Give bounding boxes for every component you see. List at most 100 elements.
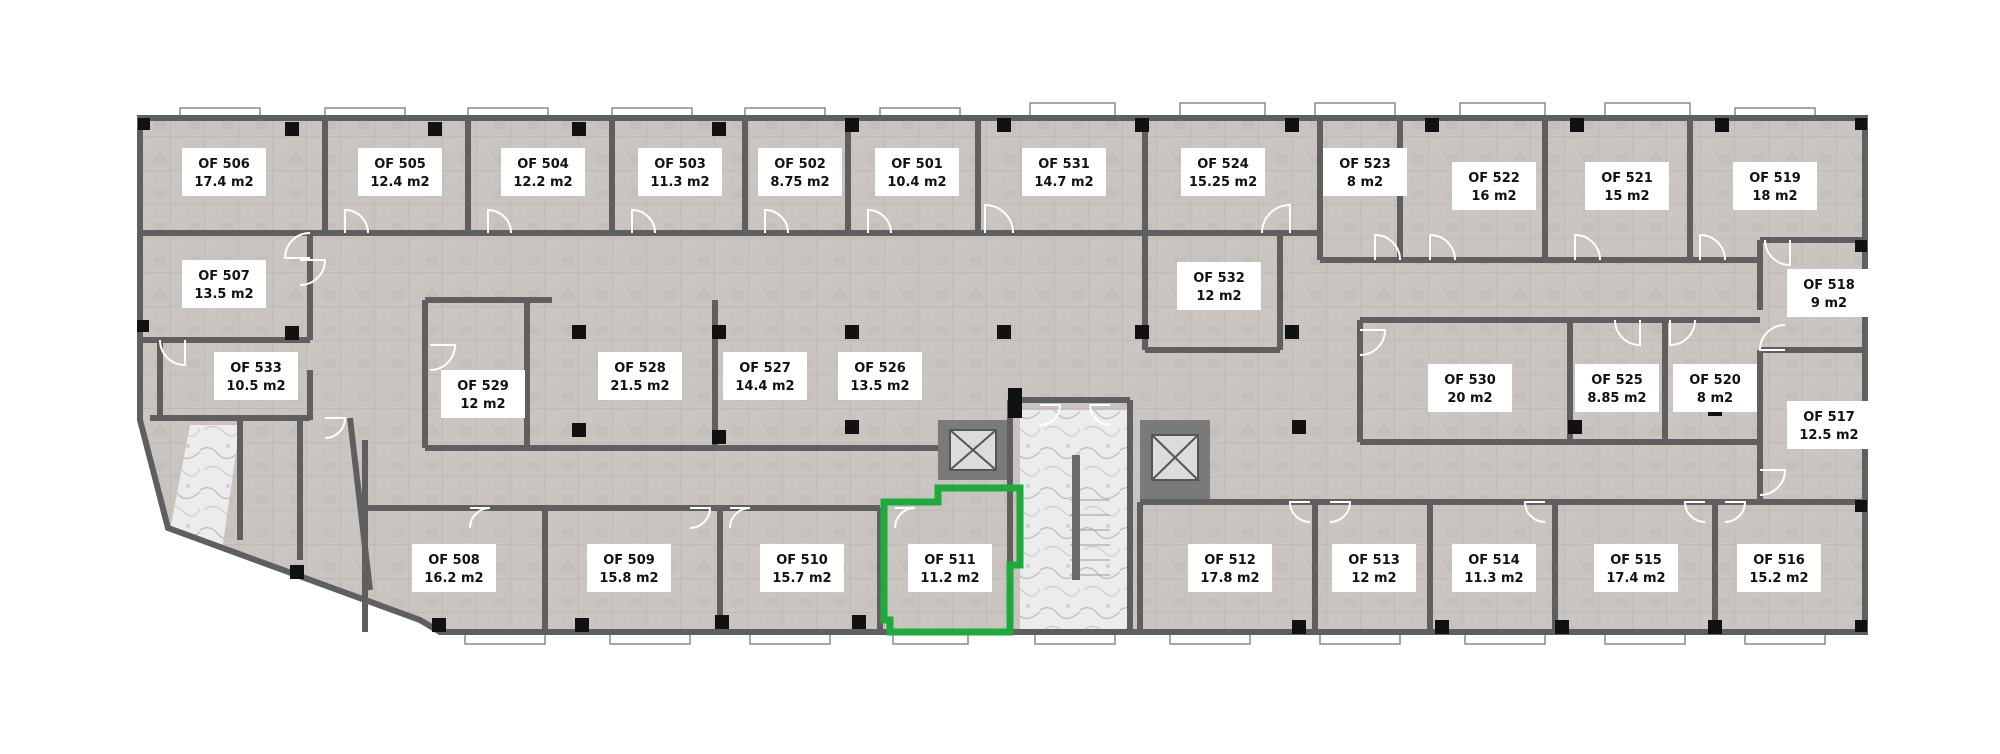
room-area: 13.5 m2 xyxy=(194,287,253,302)
room-id: OF 530 xyxy=(1444,373,1496,388)
room-id: OF 506 xyxy=(198,157,250,172)
room-of-514[interactable]: OF 514 11.3 m2 xyxy=(1452,544,1536,592)
room-id: OF 531 xyxy=(1038,157,1090,172)
room-id: OF 515 xyxy=(1610,553,1662,568)
room-label-bg xyxy=(441,370,525,418)
room-area: 11.3 m2 xyxy=(1464,571,1523,586)
room-area: 17.4 m2 xyxy=(194,175,253,190)
room-id: OF 519 xyxy=(1749,171,1801,186)
room-area: 16 m2 xyxy=(1471,189,1516,204)
room-label-bg xyxy=(214,352,298,400)
room-area: 21.5 m2 xyxy=(610,379,669,394)
room-of-531[interactable]: OF 531 14.7 m2 xyxy=(1022,148,1106,196)
room-label-bg xyxy=(358,148,442,196)
highlight-of-511 xyxy=(880,484,1024,636)
room-label-bg xyxy=(723,352,807,400)
room-area: 12 m2 xyxy=(1196,289,1241,304)
room-area: 16.2 m2 xyxy=(424,571,483,586)
room-of-507[interactable]: OF 507 13.5 m2 xyxy=(182,260,266,308)
room-id: OF 517 xyxy=(1803,410,1855,425)
room-label-bg xyxy=(1673,364,1757,412)
structural-columns xyxy=(137,118,1867,634)
room-of-528[interactable]: OF 528 21.5 m2 xyxy=(598,352,682,400)
room-area: 10.4 m2 xyxy=(887,175,946,190)
room-id: OF 520 xyxy=(1689,373,1741,388)
room-area: 17.4 m2 xyxy=(1606,571,1665,586)
room-area: 15.2 m2 xyxy=(1749,571,1808,586)
room-area: 14.7 m2 xyxy=(1034,175,1093,190)
room-area: 11.2 m2 xyxy=(920,571,979,586)
room-label-bg xyxy=(182,260,266,308)
room-of-505[interactable]: OF 505 12.4 m2 xyxy=(358,148,442,196)
room-area: 15.7 m2 xyxy=(772,571,831,586)
room-label-bg xyxy=(1585,162,1669,210)
room-of-517[interactable]: OF 517 12.5 m2 xyxy=(1787,401,1871,449)
room-label-bg xyxy=(1594,544,1678,592)
room-id: OF 501 xyxy=(891,157,943,172)
room-id: OF 514 xyxy=(1468,553,1520,568)
room-label-bg xyxy=(1332,544,1416,592)
room-id: OF 509 xyxy=(603,553,655,568)
room-area: 8.85 m2 xyxy=(1587,391,1646,406)
room-area: 12.4 m2 xyxy=(370,175,429,190)
room-label-bg xyxy=(875,148,959,196)
room-of-533[interactable]: OF 533 10.5 m2 xyxy=(214,352,298,400)
room-id: OF 526 xyxy=(854,361,906,376)
room-label-bg xyxy=(1181,148,1265,196)
room-of-506[interactable]: OF 506 17.4 m2 xyxy=(182,148,266,196)
room-of-501[interactable]: OF 501 10.4 m2 xyxy=(875,148,959,196)
elevator-left xyxy=(938,420,1008,480)
room-area: 10.5 m2 xyxy=(226,379,285,394)
walls xyxy=(137,115,1868,635)
room-id: OF 529 xyxy=(457,379,509,394)
room-of-511[interactable]: OF 511 11.2 m2 xyxy=(908,544,992,592)
room-area: 12.5 m2 xyxy=(1799,428,1858,443)
room-area: 14.4 m2 xyxy=(735,379,794,394)
room-area: 17.8 m2 xyxy=(1200,571,1259,586)
room-label-bg xyxy=(1787,401,1871,449)
room-label-bg xyxy=(1452,162,1536,210)
room-area: 11.3 m2 xyxy=(650,175,709,190)
room-id: OF 507 xyxy=(198,269,250,284)
room-label-bg xyxy=(1733,162,1817,210)
room-label-bg xyxy=(1022,148,1106,196)
room-id: OF 511 xyxy=(924,553,976,568)
room-of-509[interactable]: OF 509 15.8 m2 xyxy=(587,544,671,592)
room-of-515[interactable]: OF 515 17.4 m2 xyxy=(1594,544,1678,592)
room-id: OF 533 xyxy=(230,361,282,376)
room-label-bg xyxy=(1177,262,1261,310)
room-of-512[interactable]: OF 512 17.8 m2 xyxy=(1188,544,1272,592)
room-label-bg xyxy=(501,148,585,196)
room-label-bg xyxy=(1323,148,1407,196)
room-label-bg xyxy=(598,352,682,400)
room-id: OF 512 xyxy=(1204,553,1256,568)
elevator-right xyxy=(1140,420,1210,500)
room-id: OF 505 xyxy=(374,157,426,172)
room-area: 15.8 m2 xyxy=(599,571,658,586)
room-label-bg xyxy=(838,352,922,400)
room-id: OF 528 xyxy=(614,361,666,376)
room-area: 9 m2 xyxy=(1811,296,1847,311)
